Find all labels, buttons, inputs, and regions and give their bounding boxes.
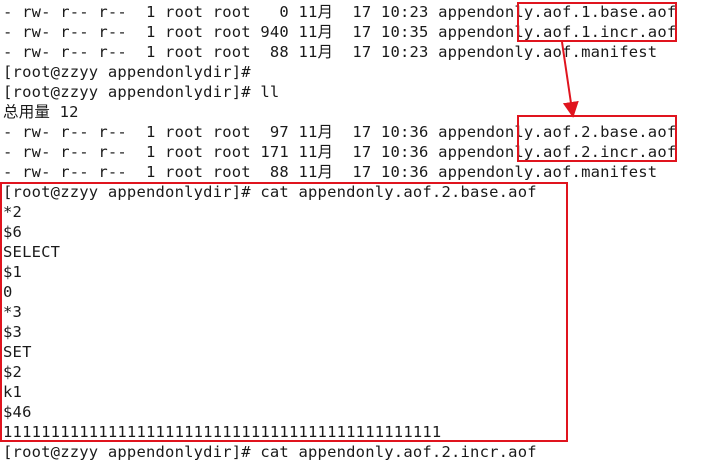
command-cat-base: [root@zzyy appendonlydir]# cat appendonl… xyxy=(3,183,537,201)
output-line: $6 xyxy=(3,223,23,241)
output-line: *2 xyxy=(3,203,23,221)
output-line: $3 xyxy=(3,323,23,341)
output-line: $2 xyxy=(3,363,23,381)
command-cat-incr: [root@zzyy appendonlydir]# cat appendonl… xyxy=(3,443,537,461)
output-line: 1111111111111111111111111111111111111111… xyxy=(3,423,442,441)
ls-row-aof-1-incr: - rw- r-- r-- 1 root root 940 11月 17 10:… xyxy=(3,23,677,41)
output-line: SELECT xyxy=(3,243,61,261)
ls-row-aof-2-incr: - rw- r-- r-- 1 root root 171 11月 17 10:… xyxy=(3,143,677,161)
output-line: *3 xyxy=(3,303,23,321)
output-line: $46 xyxy=(3,403,32,421)
ls-row-aof-manifest-2: - rw- r-- r-- 1 root root 88 11月 17 10:3… xyxy=(3,163,658,181)
output-line: 0 xyxy=(3,283,13,301)
output-line: $1 xyxy=(3,263,23,281)
ls-row-aof-1-base: - rw- r-- r-- 1 root root 0 11月 17 10:23… xyxy=(3,3,677,21)
ls-row-aof-2-base: - rw- r-- r-- 1 root root 97 11月 17 10:3… xyxy=(3,123,677,141)
shell-prompt: [root@zzyy appendonlydir]# xyxy=(3,63,261,81)
output-line: SET xyxy=(3,343,32,361)
output-line: k1 xyxy=(3,383,23,401)
ls-total: 总用量 12 xyxy=(3,103,79,121)
command-ll: [root@zzyy appendonlydir]# ll xyxy=(3,83,280,101)
ls-row-aof-manifest: - rw- r-- r-- 1 root root 88 11月 17 10:2… xyxy=(3,43,658,61)
